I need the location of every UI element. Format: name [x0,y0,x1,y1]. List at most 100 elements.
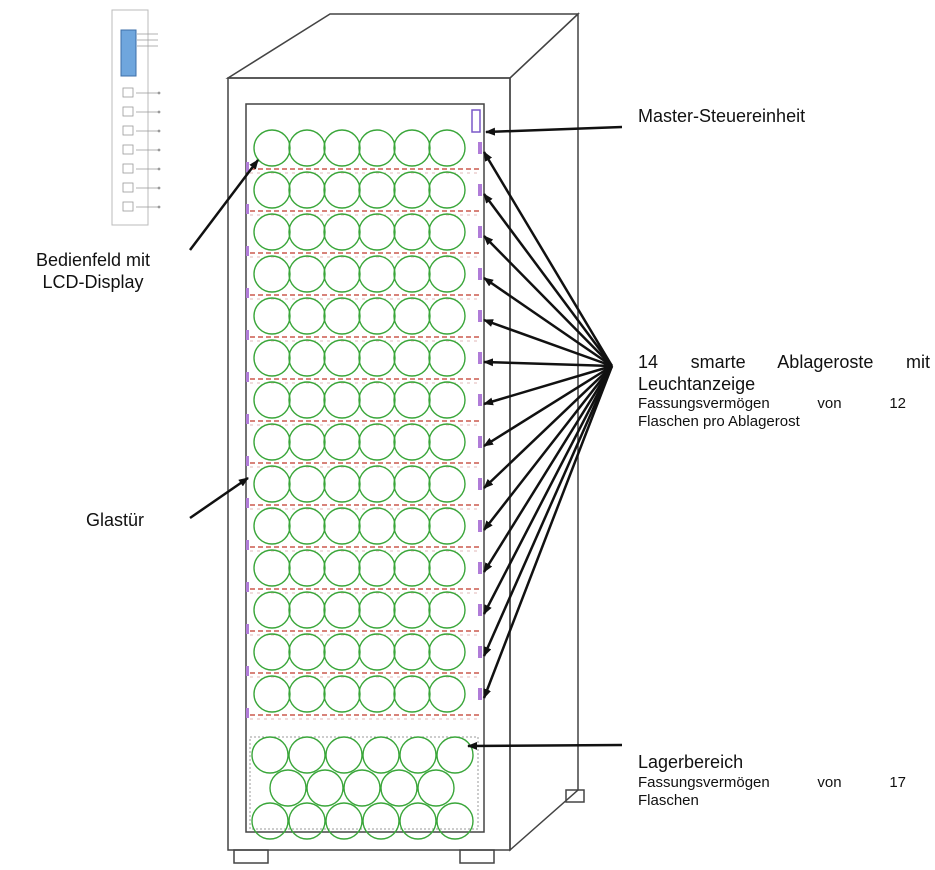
storage-compartment [249,736,479,830]
door-hinge-mark [246,246,249,256]
arrow-master-control [485,125,623,136]
bottle [253,591,291,629]
panel-button-dot [157,91,161,95]
storage-bottle [251,802,289,840]
storage-bottle [380,769,418,807]
foot-front-left [233,849,269,864]
arrow-shelf-10 [483,365,613,531]
shelf-indicator-light [478,268,482,280]
panel-button-icon [122,201,134,212]
cabinet-front [227,77,511,851]
arrow-storage-area [467,741,623,750]
bottle [358,507,396,545]
callout-arrows [189,125,623,750]
storage-area [249,736,479,840]
door-hinge-mark [246,582,249,592]
door-hinge-mark [246,372,249,382]
arrow-shelf-9 [483,365,613,489]
bottle [358,591,396,629]
bottle [288,213,326,251]
storage-bottle [288,802,326,840]
door-hinge-mark [246,456,249,466]
bottle [358,423,396,461]
panel-button-icon [122,125,134,136]
shelf-indicator-light [478,562,482,574]
cabinet-body [225,12,580,852]
bottle [253,549,291,587]
shelf-indicator-light [478,352,482,364]
bottle [428,171,466,209]
label-shelves-capacity-line2: Flaschen pro Ablagerost [638,413,800,431]
door-hinge-mark [246,204,249,214]
bottle [253,465,291,503]
label-glass-door: Glastür [86,510,145,530]
shelf-indicator-light [478,394,482,406]
bottle [323,297,361,335]
shelf-indicator-light [478,520,482,532]
cabinet-top [225,13,580,79]
shelf-2 [246,171,482,216]
arrow-shelf-2 [482,193,614,367]
bottle [288,297,326,335]
panel-button-dot [157,129,161,133]
shelf-indicator-light [478,436,482,448]
label-control-panel-line2: LCD-Display [42,271,144,292]
shelf-10 [246,507,482,552]
bottle [358,171,396,209]
bottle [358,255,396,293]
shelf-indicator-light [478,604,482,616]
bottle [288,633,326,671]
bottle [323,255,361,293]
storage-bottle [362,802,400,840]
shelf-indicator-light [478,310,482,322]
bottle [393,465,431,503]
arrow-shelf-4 [483,276,613,368]
bottle [428,339,466,377]
storage-bottle [343,769,381,807]
label-storage-capacity-line2: Flaschen [638,791,699,809]
bottle [323,675,361,713]
bottle [323,381,361,419]
bottle [288,381,326,419]
label-storage-capacity-line1: Fassungsvermögen von 17 [638,773,906,791]
panel-button-icon [122,182,134,193]
panel-button-dot [157,110,161,114]
door-hinge-mark [246,708,249,718]
bottle [288,339,326,377]
control-panel-buttons [122,33,161,212]
bottle [323,213,361,251]
bottle [323,423,361,461]
bottle [253,675,291,713]
bottle [393,591,431,629]
bottle [393,381,431,419]
shelf-indicator-light [478,184,482,196]
label-shelves-line2: Leuchtanzeige [638,373,756,394]
lcd-display [120,29,137,77]
arrow-shelf-8 [483,364,613,448]
panel-button-icon [122,87,134,98]
door-hinge-mark [246,666,249,676]
bottle [323,549,361,587]
label-storage-area: Lagerbereich Fassungsvermögen von 17 Fla… [638,752,906,810]
bottle [288,549,326,587]
bottle [358,549,396,587]
shelf-12 [246,591,482,636]
bottle [288,465,326,503]
arrow-shelf-11 [482,365,614,573]
bottle [323,591,361,629]
glass-door-frame [245,103,485,833]
bottle [393,507,431,545]
bottle [428,381,466,419]
bottle [393,339,431,377]
label-shelves-capacity-line1: Fassungsvermögen von 12 [638,395,906,413]
door-hinge-mark [246,288,249,298]
shelf-5 [246,297,482,342]
bottle [323,507,361,545]
bottle [288,591,326,629]
door-hinge-mark [246,624,249,634]
control-panel [111,9,161,226]
bottle [323,129,361,167]
storage-bottle [362,736,400,774]
bottle [323,171,361,209]
bottle [253,507,291,545]
